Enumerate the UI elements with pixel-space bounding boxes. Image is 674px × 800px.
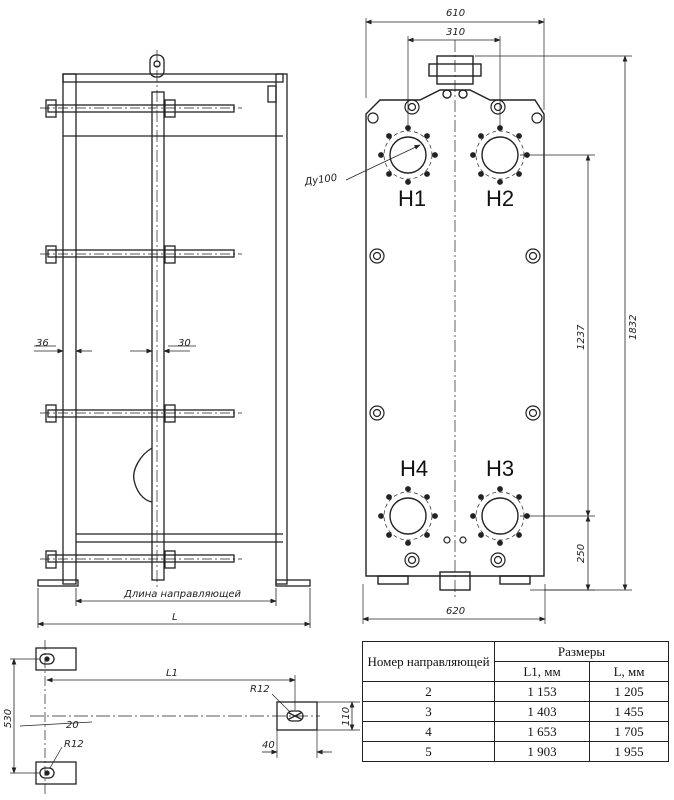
nozzle-label: Ду100: [303, 173, 338, 189]
cell-l: 1 705: [589, 721, 669, 742]
fixed-plate: [62, 73, 77, 585]
front-foot-right: [499, 575, 531, 585]
cell-l1: 1 403: [493, 701, 591, 722]
plate-pack: [133, 447, 153, 503]
pressure-plate: [151, 91, 165, 581]
dim-310: 310: [446, 27, 465, 38]
cell-num: 3: [362, 701, 495, 722]
tie-bolts: [40, 99, 242, 569]
dim-1237: 1237: [576, 324, 587, 350]
dim-250: 250: [576, 544, 587, 563]
port-label-n2: Н2: [486, 186, 514, 211]
front-foot-left: [377, 575, 409, 585]
port-label-n1: Н1: [398, 186, 426, 211]
dim-r12-bottom: R12: [64, 739, 84, 750]
dim-30: 30: [178, 338, 191, 349]
table-row: 5 1 903 1 955: [362, 741, 669, 762]
side-view: [34, 50, 311, 628]
port-label-n4: Н4: [400, 456, 428, 481]
guide-dimensions-table: Номер направляющей Размеры L1, мм L, мм …: [362, 641, 669, 762]
col-guide-number: Номер направляющей: [362, 641, 495, 682]
overall-length-label: L: [172, 612, 178, 623]
dim-l1: L1: [166, 668, 178, 679]
cell-num: 2: [362, 681, 495, 702]
plate-outline: [365, 89, 545, 577]
tie-bolt-holes: [367, 99, 543, 568]
cell-l1: 1 153: [493, 681, 591, 702]
guide-detail: [10, 640, 360, 795]
dim-610: 610: [446, 8, 465, 19]
table-header-row: Номер направляющей Размеры: [362, 641, 669, 682]
dim-620: 620: [446, 606, 465, 617]
port-n2: [470, 125, 530, 185]
top-frame-bar: [62, 73, 284, 83]
foot-right: [275, 579, 311, 587]
port-label-n3: Н3: [486, 456, 514, 481]
foot-left: [37, 579, 79, 587]
dim-20: 20: [66, 720, 79, 731]
dim-530: 530: [3, 709, 14, 728]
cell-l: 1 455: [589, 701, 669, 722]
guide-end-bottom: [35, 761, 77, 785]
col-l: L, мм: [589, 661, 669, 682]
cell-num: 5: [362, 741, 495, 762]
port-n1: [378, 125, 438, 185]
table-row: 3 1 403 1 455: [362, 701, 669, 722]
guide-end-top: [35, 647, 77, 671]
guide-length-label: Длина направляющей: [123, 589, 242, 600]
dim-40: 40: [262, 740, 275, 751]
table-subheader-row: L1, мм L, мм: [363, 661, 669, 682]
col-group-dimensions: Размеры: [494, 641, 669, 662]
port-n4: [378, 486, 438, 546]
col-l1: L1, мм: [493, 661, 591, 682]
cell-l1: 1 903: [493, 741, 591, 762]
dim-110: 110: [341, 707, 352, 726]
front-view: [345, 18, 632, 624]
cell-num: 4: [362, 721, 495, 742]
cell-l: 1 205: [589, 681, 669, 702]
table-row: 2 1 153 1 205: [362, 681, 669, 702]
dim-r12-top: R12: [250, 684, 270, 695]
support-column: [275, 73, 288, 585]
cell-l: 1 955: [589, 741, 669, 762]
dim-36: 36: [36, 338, 49, 349]
port-n3: [470, 486, 530, 546]
cell-l1: 1 653: [493, 721, 591, 742]
table-row: 4 1 653 1 705: [362, 721, 669, 742]
dim-1832: 1832: [628, 315, 639, 340]
